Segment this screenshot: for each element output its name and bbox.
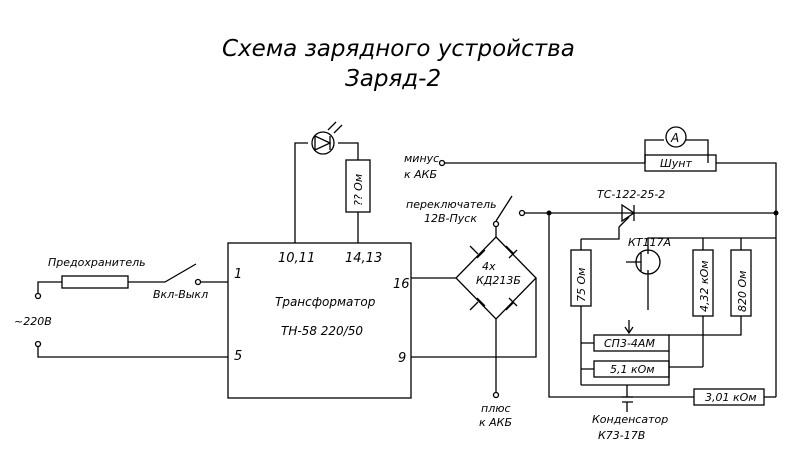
plus-label-1: плюс <box>481 402 511 415</box>
pin-16: 16 <box>393 277 410 292</box>
capacitor-label-1: Конденсатор <box>592 413 668 426</box>
mains-terminal-top <box>34 292 42 300</box>
wire-control-left <box>548 213 694 398</box>
minus-terminal <box>438 159 446 167</box>
wire-led-right <box>338 142 359 160</box>
transistor-leads <box>626 237 664 310</box>
wire-gate <box>581 227 620 240</box>
wire-led-left <box>294 142 308 243</box>
pin-9: 9 <box>398 351 406 366</box>
mode-switch-lever <box>495 195 513 222</box>
mode-switch-contact-2 <box>518 209 526 217</box>
power-switch <box>128 263 197 283</box>
fuse-label: Предохранитель <box>48 256 146 269</box>
bridge-label-1: 4x <box>482 260 496 273</box>
led-symbol <box>314 134 332 152</box>
mains-terminal-bottom <box>34 340 42 348</box>
bridge-diode-marks <box>469 245 518 311</box>
fuse <box>61 275 129 289</box>
capacitor-label-2: К73-17В <box>598 429 645 442</box>
resistor-5k1-label: 5,1 кОм <box>610 363 655 376</box>
pin-5: 5 <box>234 349 242 364</box>
wire-upper-resistors <box>664 237 776 250</box>
wire-shunt-right <box>716 162 777 397</box>
led-rays <box>327 121 343 134</box>
power-switch-label: Вкл-Выкл <box>153 288 208 301</box>
plus-label-2: к АКБ <box>479 416 512 429</box>
mode-switch-label-1: переключатель <box>406 198 497 211</box>
shunt-label: Шунт <box>660 157 692 170</box>
transformer-box <box>227 242 412 399</box>
wire-mains-fuse <box>37 281 62 293</box>
power-switch-contact <box>194 278 202 286</box>
resistor-4k32-label: 4,32 кОм <box>698 260 711 312</box>
plus-terminal <box>492 391 500 399</box>
diagram-subtitle: Заряд-2 <box>345 66 441 92</box>
potentiometer-label: СП3-4АМ <box>604 337 655 350</box>
minus-label-1: минус <box>404 152 439 165</box>
wire-bridge-right <box>496 278 537 358</box>
pin-14-13: 14,13 <box>345 251 382 266</box>
bridge-label-2: КД213Б <box>476 274 521 287</box>
led <box>311 131 335 155</box>
resistor-unknown-label: ?? Ом <box>352 174 365 206</box>
transistor-label: КТ117А <box>628 236 671 249</box>
thyristor <box>621 203 636 223</box>
junction-left-1 <box>546 210 552 216</box>
transformer-model: ТН-58 220/50 <box>281 324 363 338</box>
pin-10-11: 10,11 <box>278 251 315 266</box>
pin-1: 1 <box>234 267 242 282</box>
diagram-title: Схема зарядного устройства <box>222 36 575 62</box>
capacitor <box>622 385 633 412</box>
ammeter <box>665 126 687 148</box>
wire-lower-resistors <box>669 316 742 368</box>
resistor-3k01-label: 3,01 кОм <box>705 391 757 404</box>
transformer-name: Трансформатор <box>275 295 376 309</box>
ammeter-label: A <box>670 131 679 145</box>
mode-switch-label-2: 12В-Пуск <box>424 212 477 225</box>
mains-label: ~220В <box>14 315 52 328</box>
resistor-75-label: 75 Ом <box>575 268 588 302</box>
mode-switch-contact <box>492 220 500 228</box>
minus-label-2: к АКБ <box>404 168 437 181</box>
wire-lower-section <box>581 342 670 386</box>
potentiometer-wiper <box>624 320 634 335</box>
resistor-820-label: 820 Ом <box>736 271 749 312</box>
wire-mains-pin5 <box>37 347 228 358</box>
thyristor-gate <box>618 216 630 228</box>
thyristor-label: ТС-122-25-2 <box>597 188 665 201</box>
